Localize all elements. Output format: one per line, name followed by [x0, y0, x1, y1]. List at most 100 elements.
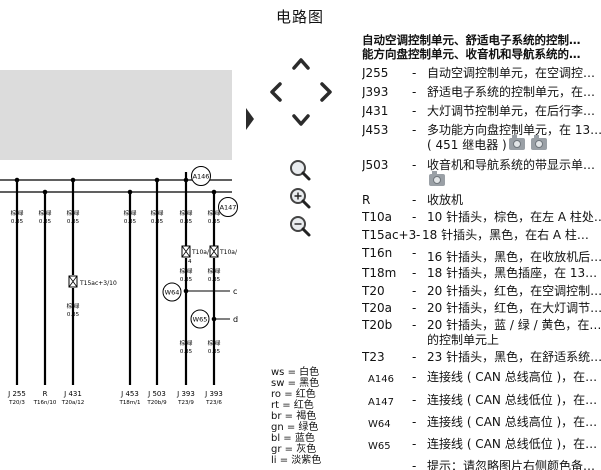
component-pin: T16n/10: [33, 400, 57, 406]
header-line: 能方向盘控制单元、收音机和导航系统的…: [362, 47, 581, 61]
connector-t10a-pin: 4: [188, 259, 192, 265]
wire-size-label: 0.35: [180, 349, 193, 355]
item-code: J255: [362, 66, 389, 80]
triangle-right-icon[interactable]: [246, 108, 254, 130]
splice-w65[interactable]: [190, 309, 210, 329]
item-dash: -: [412, 393, 417, 407]
wire-color-label: 棕/绿: [67, 209, 80, 217]
splice-a146[interactable]: [191, 166, 211, 186]
wire-color-label: 棕/绿: [67, 302, 80, 310]
legend-item: ws = 白色: [271, 367, 320, 378]
junction-dot: [42, 189, 48, 195]
splice-w64[interactable]: [162, 282, 182, 302]
zoom-in-icon[interactable]: [290, 188, 311, 209]
camera-icon[interactable]: [429, 171, 445, 186]
component-code: R: [43, 390, 48, 398]
wire-color-label: 棕/绿: [208, 209, 221, 217]
item-code: T18m: [362, 266, 397, 280]
item-desc: 连接线 ( CAN 总线高位 )，在…: [427, 415, 598, 429]
item-desc: 20 针插头，红色，在空调控制…: [427, 284, 601, 298]
splice-a147[interactable]: [218, 197, 238, 217]
item-dash: -: [412, 266, 417, 280]
splice-a147-label: A147: [220, 204, 237, 212]
wiring-diagram[interactable]: A146 A147 W64 W65 c d T15ac+3/10 T10a/ 4…: [0, 0, 260, 470]
item-code: J453: [362, 123, 389, 137]
splice-w64-label: W64: [165, 289, 180, 297]
item-code: W65: [368, 441, 391, 452]
item-dash: -: [412, 370, 417, 384]
legend-item: br = 褐色: [271, 411, 317, 422]
right-arrow-icon[interactable]: [320, 82, 332, 102]
wire-color-label: 棕/绿: [208, 267, 221, 275]
item-desc-cont: 的控制单元上: [427, 333, 500, 347]
item-code: T20a: [362, 301, 392, 315]
item-dash: -: [412, 66, 417, 80]
item-dash: -: [412, 284, 417, 298]
magnifier-icon[interactable]: [290, 160, 311, 181]
legend-item: sw = 黑色: [271, 378, 320, 389]
wire-size-label: 0.35: [11, 219, 24, 225]
item-desc: 连接线 ( CAN 总线低位 )，在…: [427, 393, 598, 407]
component-code: J 503: [147, 390, 166, 398]
down-arrow-icon[interactable]: [292, 114, 310, 126]
junction-dot: [70, 177, 76, 183]
item-desc: 舒适电子系统的控制单元，在…: [427, 85, 596, 99]
legend-item: li = 淡紫色: [271, 455, 322, 466]
item-desc: 16 针插头，黑色，在收放机后…: [427, 250, 601, 264]
item-desc: 连接线 ( CAN 总线高位 )，在…: [427, 370, 598, 384]
edge-mark-c: c: [233, 287, 237, 296]
item-desc: 自动空调控制单元，在空调控…: [427, 66, 596, 80]
zoom-out-icon[interactable]: [290, 216, 311, 237]
item-dash: -: [412, 459, 417, 470]
wire-size-label: 0.35: [180, 277, 193, 283]
wire-color-label: 棕/绿: [39, 209, 52, 217]
item-dash: -: [412, 123, 417, 137]
item-dash: -: [412, 437, 417, 451]
item-code: T20: [362, 284, 385, 298]
item-desc: 大灯调节控制单元，在后行李…: [427, 104, 596, 118]
item-dash: -: [412, 246, 417, 260]
item-dash: -: [412, 318, 417, 332]
wire-color-label: 棕/绿: [180, 339, 193, 347]
nav-controls: [270, 58, 332, 237]
component-code: J 255: [7, 390, 26, 398]
connector-t15ac-label: T15ac+3/10: [79, 280, 117, 287]
camera-icon[interactable]: [530, 135, 547, 150]
junction-dot: [211, 189, 217, 195]
wire-color-label: 棕/绿: [151, 209, 164, 217]
wire-color-label: 棕/绿: [180, 267, 193, 275]
component-pin: T20a/12: [61, 400, 85, 406]
wire-size-label: 0.35: [151, 219, 164, 225]
page-title: 电路图: [276, 8, 325, 26]
item-desc: 18 针插头，黑色，在右 A 柱…: [422, 228, 589, 242]
connector-t10a-right-label: T10a/: [219, 249, 238, 256]
left-arrow-icon[interactable]: [270, 82, 282, 102]
item-code: T23: [362, 350, 385, 364]
item-dash: -: [412, 158, 417, 172]
item-dash: -: [412, 104, 417, 118]
component-pin: T18m/1: [118, 400, 140, 406]
component-code: J 431: [63, 390, 82, 398]
item-dash: -: [412, 193, 417, 207]
item-desc: 提示：请忽略图片右侧颜色备…: [427, 459, 596, 470]
wire-size-label: 0.35: [208, 219, 221, 225]
wire-color-label: 棕/绿: [11, 209, 24, 217]
item-desc: 18 针插头，黑色插座，在 13…: [427, 266, 598, 280]
item-dash: -: [412, 350, 417, 364]
junction-dot: [14, 177, 20, 183]
item-code: R: [362, 193, 371, 207]
control-unit-block: [0, 70, 232, 160]
item-dash: -: [412, 85, 417, 99]
item-code: T20b: [362, 318, 393, 332]
camera-icon[interactable]: [508, 135, 525, 150]
junction-dot: [127, 189, 133, 195]
junction-dot: [154, 177, 160, 183]
wire-color-label: 棕/绿: [124, 209, 137, 217]
legend-item: rt = 红色: [271, 400, 314, 411]
up-arrow-icon[interactable]: [292, 58, 310, 70]
component-pin: T23/9: [177, 400, 194, 406]
item-dash: -: [416, 228, 421, 242]
legend-item: gr = 灰色: [271, 444, 317, 455]
item-desc-cont: ( 451 继电器 ): [427, 135, 547, 153]
item-desc: 20 针插头，红色，在大灯调节…: [427, 301, 601, 315]
